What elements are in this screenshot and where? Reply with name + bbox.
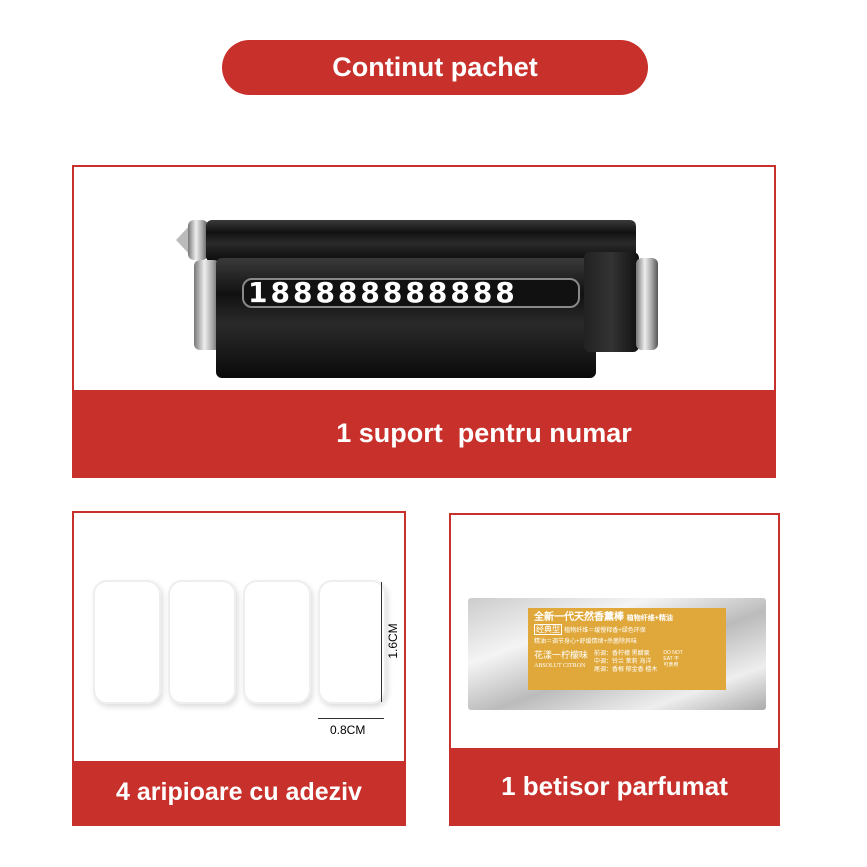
scent-name: 花漾一柠檬味 bbox=[534, 650, 589, 660]
caption-band: 4 aripioare cu adeziv bbox=[74, 761, 404, 824]
adhesive-pad bbox=[93, 580, 161, 704]
caption-band: 1 suport pentru numar bbox=[74, 390, 774, 476]
section-title: Continut pachet bbox=[222, 40, 648, 95]
note: 中调：铃兰 茉莉 海洋 bbox=[594, 659, 652, 665]
label-line: 精油＝调节身心+舒缓情绪+杀菌除异味 bbox=[534, 639, 638, 645]
label-badge: 经典型 bbox=[534, 624, 562, 635]
width-dimension-line bbox=[318, 718, 384, 719]
phone-number-display: 188888888888 bbox=[242, 278, 580, 308]
license-holder-card: 1 suport pentru numar bbox=[72, 165, 776, 478]
note: 前调：香柠檬 黑醋栗 bbox=[594, 651, 650, 657]
label-line: 植物纤维＝缓慢释香+绿色环保 bbox=[564, 628, 646, 634]
note: 尾调：香根 郁金香 檀木 bbox=[594, 667, 658, 673]
label-title: 全新一代天然香薰棒 bbox=[534, 612, 624, 623]
scent-stick-package: 全新一代天然香薰棒 植物纤维+精油 经典型 植物纤维＝缓慢释香+绿色环保 精油＝… bbox=[468, 598, 766, 710]
package-label: 全新一代天然香薰棒 植物纤维+精油 经典型 植物纤维＝缓慢释香+绿色环保 精油＝… bbox=[528, 608, 726, 690]
scent-name-en: ABSOLUT CITRON bbox=[534, 663, 586, 669]
warning: DO NOT EAT 不可食用 bbox=[663, 650, 683, 668]
adhesive-pad bbox=[243, 580, 311, 704]
height-dimension: 1.6CM bbox=[386, 623, 400, 659]
label-subtitle: 植物纤维+精油 bbox=[626, 615, 673, 622]
caption-band: 1 betisor parfumat bbox=[451, 748, 778, 824]
number-holder-image: 188888888888 bbox=[176, 200, 666, 385]
width-dimension: 0.8CM bbox=[330, 723, 366, 737]
adhesive-pad bbox=[318, 580, 386, 704]
height-dimension-line bbox=[381, 582, 382, 702]
adhesive-pad bbox=[168, 580, 236, 704]
